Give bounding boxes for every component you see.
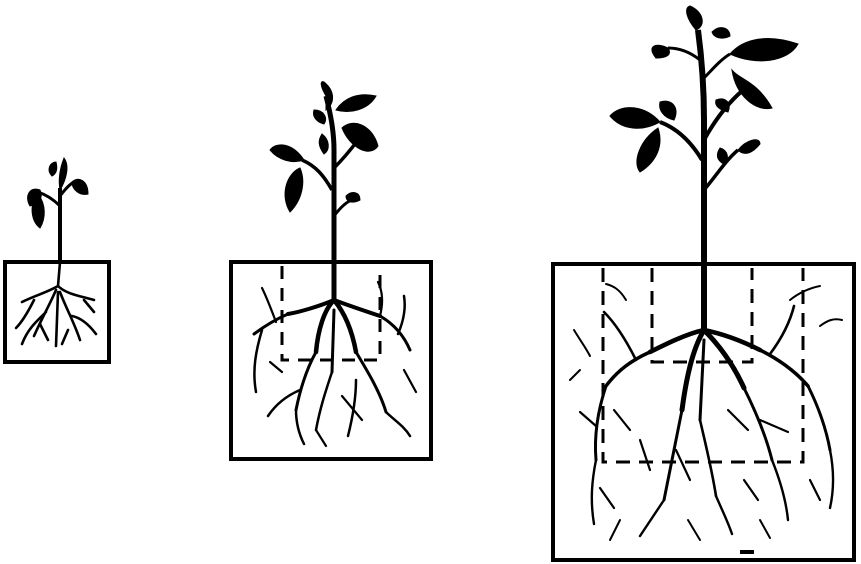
roots-medium — [254, 262, 416, 446]
shoot-small — [28, 158, 88, 262]
plant-small — [5, 158, 109, 362]
shoot-medium — [270, 82, 378, 262]
roots-large — [570, 264, 842, 540]
plant-large — [553, 6, 854, 560]
shoot-large — [610, 6, 798, 264]
roots-small — [16, 262, 96, 346]
plant-medium — [231, 82, 431, 459]
